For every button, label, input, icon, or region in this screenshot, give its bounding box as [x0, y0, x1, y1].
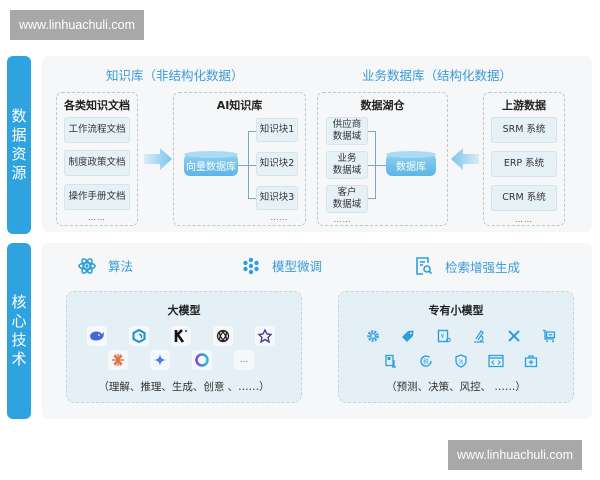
technique-algorithm: 算法 — [78, 256, 133, 275]
watermark-bottom: www.linhuachuli.com — [448, 440, 583, 470]
section-label-core-tech: 核心技术 — [7, 243, 31, 419]
doubao-ring-icon — [192, 350, 212, 370]
large-models-caption: （理解、推理、生成、创意 、……） — [98, 381, 270, 393]
section-label-text: 核心技术 — [11, 293, 27, 368]
cluster-icon — [243, 257, 259, 274]
documents-title: 各类知识文档 — [64, 99, 130, 112]
large-models-box: 大模型 ... （理解、推理、生成、创意 、……） — [66, 291, 302, 403]
large-models-title: 大模型 — [167, 304, 201, 317]
atom-icon — [78, 257, 96, 274]
connector — [248, 165, 256, 166]
upstream-title: 上游数据 — [502, 99, 546, 112]
section-label-text: 数据资源 — [11, 107, 27, 182]
kimi-k-icon — [171, 326, 191, 346]
small-models-title: 专有小模型 — [428, 304, 484, 317]
upstream-data-box: 上游数据 SRM 系统 ERP 系统 CRM 系统 …… — [483, 92, 565, 226]
small-models-box: 专有小模型 ¥ 税 法 — [338, 291, 574, 403]
system-item: ERP 系统 — [491, 151, 557, 177]
knowledge-base-title: 知识库（非结构化数据） — [106, 68, 244, 83]
ai-kb-title: AI知识库 — [216, 99, 263, 112]
technique-fine-tuning: 模型微调 — [242, 256, 322, 275]
knowledge-chunk: 知识块3 — [256, 186, 298, 210]
tools-icon — [505, 327, 523, 345]
database: 数据库 — [386, 151, 436, 176]
connector — [368, 165, 376, 166]
data-lakehouse-box: 数据湖仓 供应商 数据域 业务 数据域 客户 数据域 数据库 …… — [317, 92, 448, 226]
data-domain: 业务 数据域 — [326, 151, 368, 179]
core-tech-panel: 算法 模型微调 检索增强生成 大模型 — [42, 243, 592, 419]
tax-icon: 税 — [417, 352, 435, 370]
svg-text:¥: ¥ — [441, 333, 445, 340]
legal-shield-icon: 法 — [452, 352, 470, 370]
cart-icon — [540, 327, 558, 345]
technique-rag: 检索增强生成 — [415, 256, 520, 276]
report-icon — [382, 352, 400, 370]
deepseek-whale-icon — [87, 326, 107, 346]
gear-icon — [364, 327, 382, 345]
technique-label: 模型微调 — [272, 259, 323, 274]
document-item: 工作流程文档 — [64, 117, 130, 143]
more-ellipsis-icon: ... — [234, 350, 254, 370]
knowledge-chunk: 知识块2 — [256, 152, 298, 176]
claude-burst-icon — [108, 350, 128, 370]
data-resources-panel: 知识库（非结构化数据） 业务数据库（结构化数据） 各类知识文档 工作流程文档 制… — [42, 56, 592, 232]
database-label: 数据库 — [396, 161, 426, 173]
hexagon-model-icon — [129, 326, 149, 346]
chunks-more: …… — [270, 213, 289, 222]
vector-database: 向量数据库 — [184, 151, 238, 176]
system-item: CRM 系统 — [491, 185, 557, 211]
openai-knot-icon — [213, 326, 233, 346]
knowledge-chunk: 知识块1 — [256, 118, 298, 142]
business-db-title: 业务数据库（结构化数据） — [362, 68, 513, 83]
tag-icon — [399, 327, 417, 345]
watermark-top: www.linhuachuli.com — [10, 10, 145, 40]
code-window-icon — [487, 352, 505, 370]
document-search-icon — [416, 257, 433, 275]
domains-more: …… — [333, 215, 352, 224]
ai-knowledge-base-box: AI知识库 向量数据库 知识块1 知识块2 知识块3 …… — [173, 92, 306, 226]
vector-db-label: 向量数据库 — [186, 161, 236, 173]
arrow-right-icon — [144, 148, 172, 170]
document-item: 操作手册文档 — [64, 184, 130, 210]
gemini-sparkle-icon — [150, 350, 170, 370]
connector — [376, 165, 386, 166]
small-models-caption: （预测、决策、风控、 ……） — [386, 381, 526, 393]
svg-text:税: 税 — [423, 358, 429, 366]
systems-more: …… — [515, 215, 533, 224]
lakehouse-title: 数据湖仓 — [360, 99, 405, 112]
technique-label: 算法 — [108, 259, 134, 274]
documents-box: 各类知识文档 工作流程文档 制度政策文档 操作手册文档 …… — [56, 92, 138, 226]
invoice-icon: ¥ — [435, 327, 453, 345]
connector — [238, 165, 248, 166]
documents-more: …… — [88, 213, 106, 222]
section-label-data-resources: 数据资源 — [7, 56, 31, 234]
medkit-icon — [522, 352, 540, 370]
star-swirl-icon — [255, 326, 275, 346]
document-item: 制度政策文档 — [64, 150, 130, 176]
arrow-left-icon — [451, 148, 479, 170]
data-domain: 客户 数据域 — [326, 185, 368, 213]
technique-label: 检索增强生成 — [445, 259, 521, 275]
data-domain: 供应商 数据域 — [326, 117, 368, 145]
svg-text:法: 法 — [458, 358, 463, 365]
system-item: SRM 系统 — [491, 117, 557, 143]
microscope-icon — [470, 327, 488, 345]
